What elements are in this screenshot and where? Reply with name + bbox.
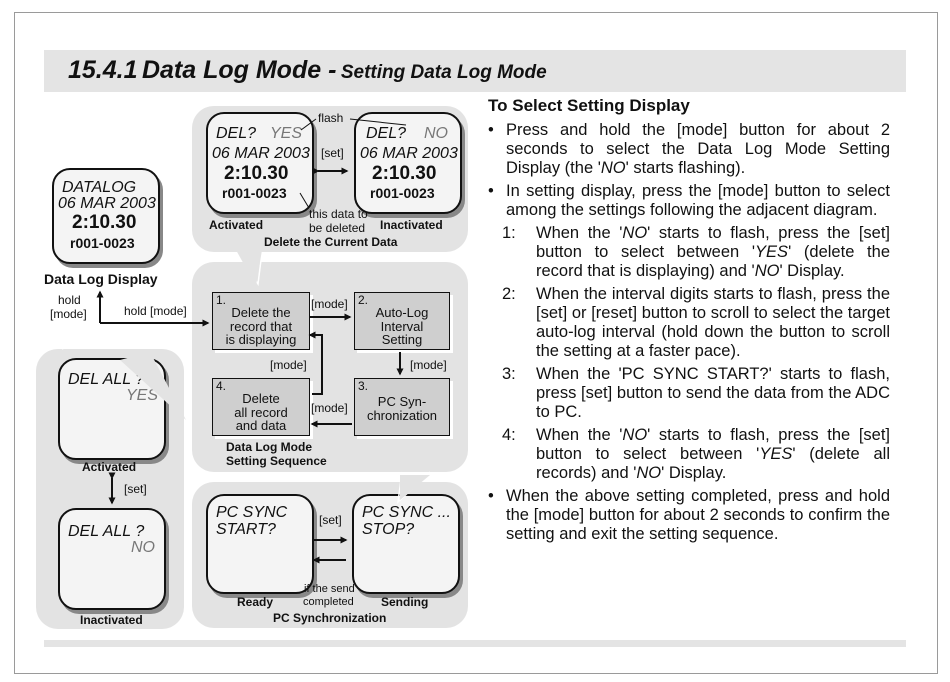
note-pointer [299, 192, 310, 209]
instruction-bullet-2: •In setting display, press the [mode] bu… [488, 182, 890, 219]
mode-label-2-3: [mode] [410, 358, 447, 372]
lcd-pc-sync-label: PC SYNC ... [362, 504, 451, 521]
lcd-del-no-flag: NO [424, 125, 448, 142]
lcd-del-all-no [58, 508, 166, 610]
mode-label-1-2: [mode] [311, 297, 348, 311]
callout-tail-bottom [400, 475, 430, 500]
lcd-del-label: DEL? [366, 125, 407, 142]
instructions: To Select Setting Display •Press and hol… [488, 96, 890, 548]
title-bar [44, 50, 906, 92]
lcd-pc-sync-label: PC SYNC [216, 504, 288, 521]
lcd-datalog [52, 168, 160, 264]
lcd-del-all-label: DEL ALL ? [68, 371, 145, 388]
caption-ready: Ready [237, 595, 274, 609]
step-number: 4. [216, 379, 227, 393]
instruction-bullet-1: •Press and hold the [mode] button for ab… [488, 121, 890, 177]
hold-label: hold [58, 293, 81, 307]
del-all-set-label: [set] [124, 482, 147, 496]
caption-sequence-1: Data Log Mode [226, 440, 312, 454]
caption-sending: Sending [381, 595, 429, 609]
flash-pointer-left [300, 118, 317, 131]
caption-inactivated: Inactivated [380, 218, 443, 232]
caption-data-log-display: Data Log Display [44, 271, 158, 287]
lcd-record: r001-0023 [370, 185, 435, 201]
instruction-step-4: 4:When the 'NO' starts to flash, press t… [502, 426, 890, 482]
hold-mode-inline-label: hold [mode] [124, 304, 187, 318]
arrow-4-to-1 [308, 331, 323, 395]
lcd-del-all-no-flag: NO [131, 539, 155, 556]
instruction-step-2: 2:When the interval digits starts to fla… [502, 285, 890, 360]
lcd-pc-sync-stop: STOP? [362, 521, 415, 538]
set-label: [set] [321, 146, 344, 160]
lcd-pc-sync-ready [206, 494, 314, 594]
lcd-del-no [354, 112, 462, 214]
pc-sync-set-label: [set] [319, 513, 342, 527]
instruction-step-1: 1:When the 'NO' starts to flash, press t… [502, 224, 890, 280]
page-title: 15.4.1 Data Log Mode - Setting Data Log … [68, 56, 547, 85]
step-number: 3. [358, 379, 369, 393]
lcd-del-all-yes-flag: YES [126, 387, 159, 404]
caption-delete-current: Delete the Current Data [264, 235, 398, 249]
page-frame [14, 12, 938, 674]
flash-label: flash [318, 111, 344, 125]
lcd-date: 06 MAR 2003 [212, 145, 310, 162]
mode-label-3-4: [mode] [311, 401, 348, 415]
callout-tail-left [120, 352, 186, 420]
title-sub: Setting Data Log Mode [340, 62, 547, 83]
caption-pc-sync: PC Synchronization [273, 611, 387, 625]
lcd-date: 06 MAR 2003 [360, 145, 458, 162]
lcd-pc-sync-sending [352, 494, 460, 594]
lcd-del-yes-flag: YES [270, 125, 303, 142]
callout-tail-top [236, 250, 262, 286]
lcd-record: r001-0023 [70, 235, 135, 251]
instruction-step-3: 3:When the 'PC SYNC START?' starts to fl… [502, 365, 890, 421]
lcd-pc-sync-start: START? [216, 521, 276, 538]
step-label: PC Syn-chronization [366, 394, 438, 423]
step-number: 2. [358, 293, 369, 307]
lcd-del-yes [206, 112, 314, 214]
lcd-del-label: DEL? [216, 125, 257, 142]
note-if-send: if the send [304, 583, 355, 595]
lcd-time: 2:10.30 [72, 212, 137, 233]
lcd-date: 06 MAR 2003 [58, 195, 156, 212]
lcd-datalog-label: DATALOG [62, 179, 137, 196]
lcd-del-all-label: DEL ALL ? [68, 523, 145, 540]
caption-del-all-inactivated: Inactivated [80, 613, 143, 627]
note-this-data: this data to [309, 207, 368, 221]
bottom-bar [44, 640, 906, 647]
step-number: 1. [216, 293, 227, 307]
hold-mode-label: [mode] [50, 307, 87, 321]
caption-activated: Activated [209, 218, 264, 232]
caption-sequence-2: Setting Sequence [226, 454, 327, 468]
step-3-box: 3. PC Syn-chronization [354, 378, 450, 436]
note-be-deleted: be deleted [309, 221, 366, 235]
lcd-time: 2:10.30 [372, 163, 437, 184]
instruction-bullet-3: •When the above setting completed, press… [488, 487, 890, 543]
caption-del-all-activated: Activated [82, 460, 137, 474]
lcd-record: r001-0023 [222, 185, 287, 201]
flash-pointer-right [349, 118, 407, 126]
note-completed: completed [303, 596, 354, 608]
mode-label-4-1: [mode] [270, 358, 307, 372]
title-number: 15.4.1 [68, 56, 138, 84]
title-main: Data Log Mode - [141, 56, 337, 84]
instructions-heading: To Select Setting Display [488, 96, 690, 115]
lcd-time: 2:10.30 [224, 163, 289, 184]
